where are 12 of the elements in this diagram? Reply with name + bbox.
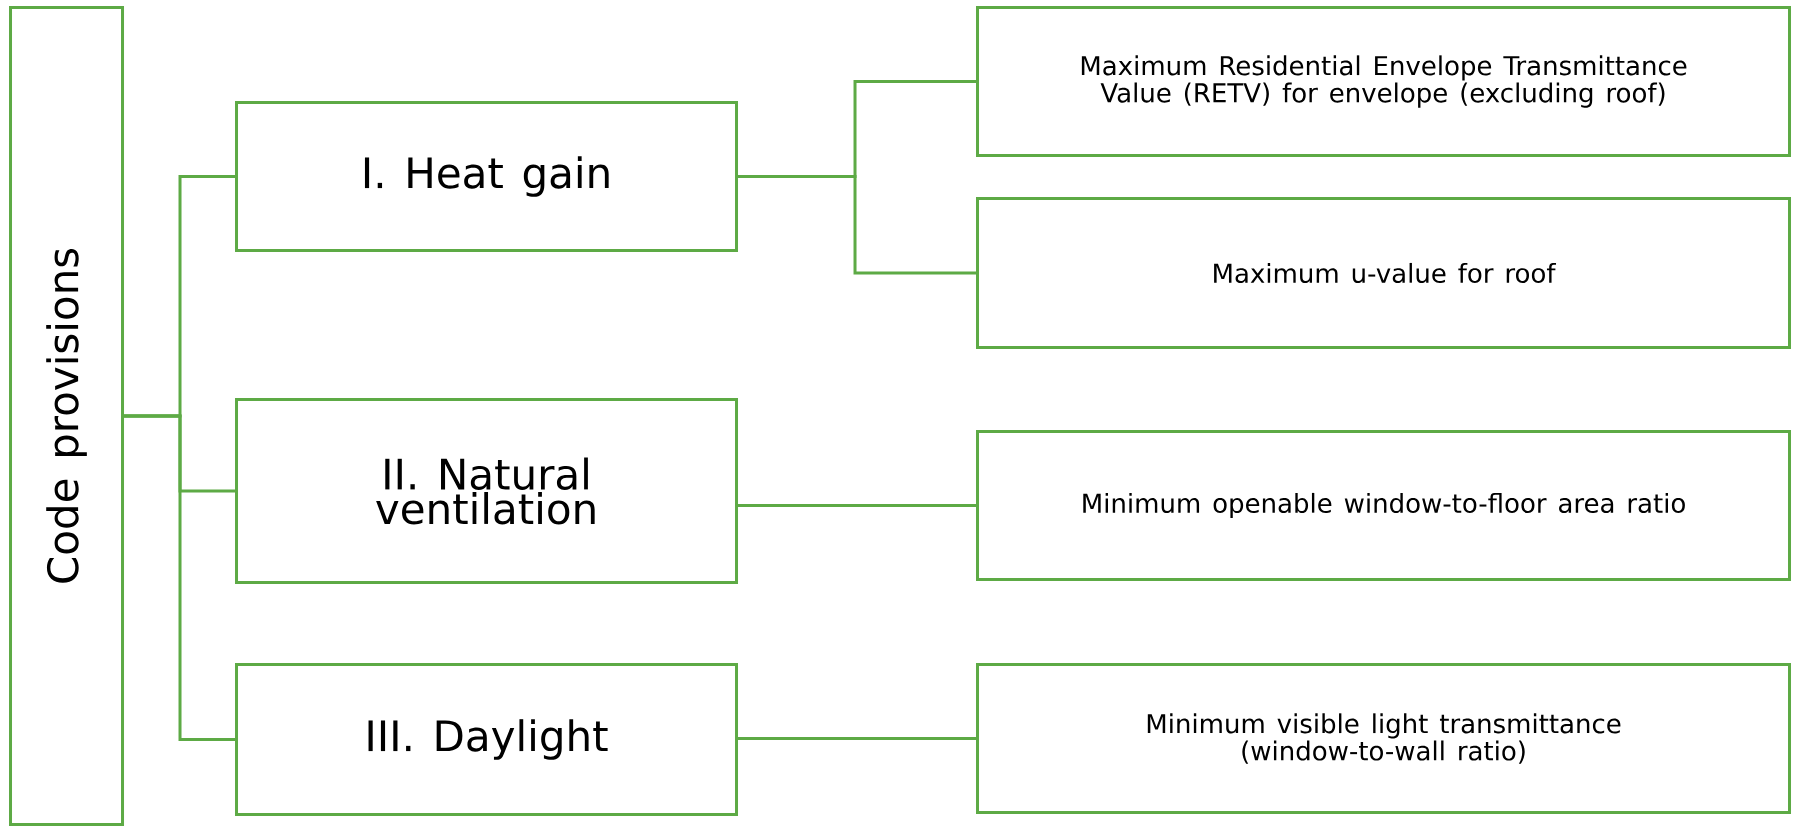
category-box: Code provisions	[9, 6, 124, 826]
connector-line	[124, 414, 235, 741]
provision-box: Maximum u-value for roof	[976, 197, 1791, 349]
connector-line	[738, 737, 976, 740]
category-box: III. Daylight	[235, 663, 738, 816]
category-box: I. Heat gain	[235, 101, 738, 252]
provision-box: Maximum Residential Envelope Transmittance Value (RETV) for envelope (excluding roof)	[976, 6, 1791, 157]
connector-line	[738, 175, 976, 275]
category-box: II. Natural ventilation	[235, 398, 738, 584]
provision-box: Minimum visible light transmittance (window-to-wall ratio)	[976, 663, 1791, 814]
connector-line	[738, 504, 976, 507]
provision-box: Minimum openable window-to-floor area ratio	[976, 430, 1791, 581]
